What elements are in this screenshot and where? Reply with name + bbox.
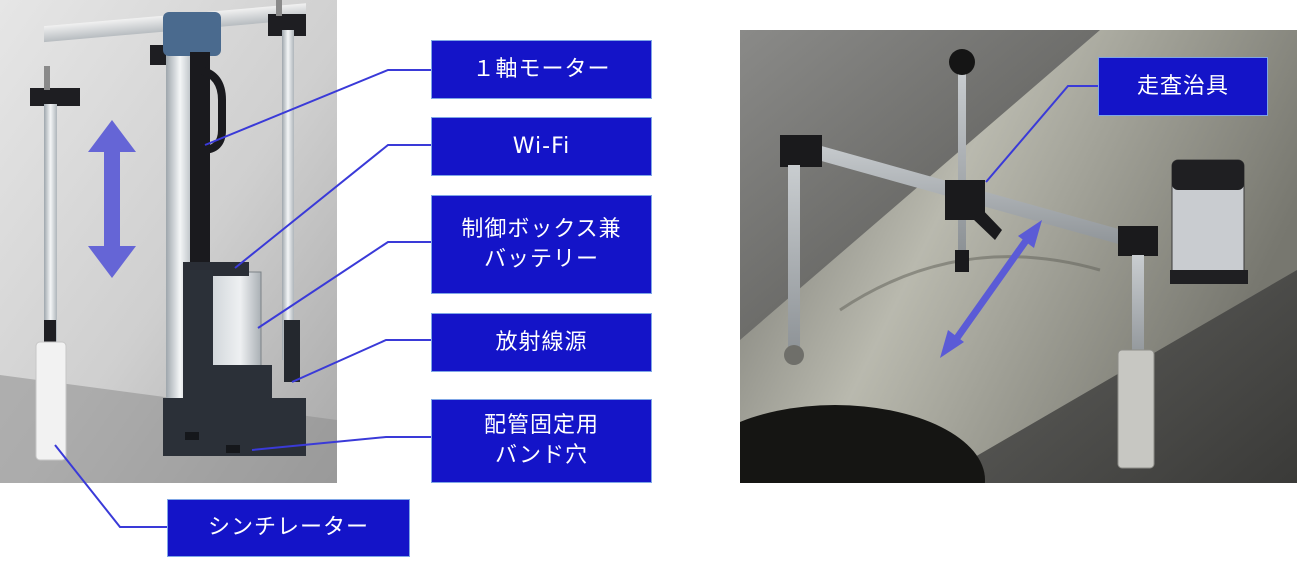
label-pipe-band-line1: 配管固定用 <box>483 413 599 438</box>
label-control-box-line2: バッテリー <box>483 246 599 272</box>
label-scan-jig-text: 走査治具 <box>1136 73 1229 99</box>
label-wifi-text: Wi-Fi <box>512 133 571 159</box>
label-pipe-band: 配管固定用 バンド穴 <box>431 399 652 483</box>
label-motor: １軸モーター <box>431 40 652 99</box>
device-photo-left <box>0 0 337 483</box>
label-radiation-source-text: 放射線源 <box>495 329 588 355</box>
label-radiation-source: 放射線源 <box>431 313 652 372</box>
label-control-box: 制御ボックス兼 バッテリー <box>431 195 652 294</box>
scan-direction-arrow-icon <box>940 220 1042 358</box>
label-wifi: Wi-Fi <box>431 117 652 176</box>
label-scan-jig: 走査治具 <box>1098 57 1268 116</box>
label-control-box-line1: 制御ボックス兼 <box>461 216 622 242</box>
label-pipe-band-line2: バンド穴 <box>494 443 589 468</box>
device-illustration <box>0 0 337 483</box>
label-scintillator-text: シンチレーター <box>207 515 369 540</box>
label-motor-text: １軸モーター <box>472 56 611 82</box>
vertical-motion-arrow-icon <box>88 120 136 278</box>
label-scintillator: シンチレーター <box>167 499 410 557</box>
